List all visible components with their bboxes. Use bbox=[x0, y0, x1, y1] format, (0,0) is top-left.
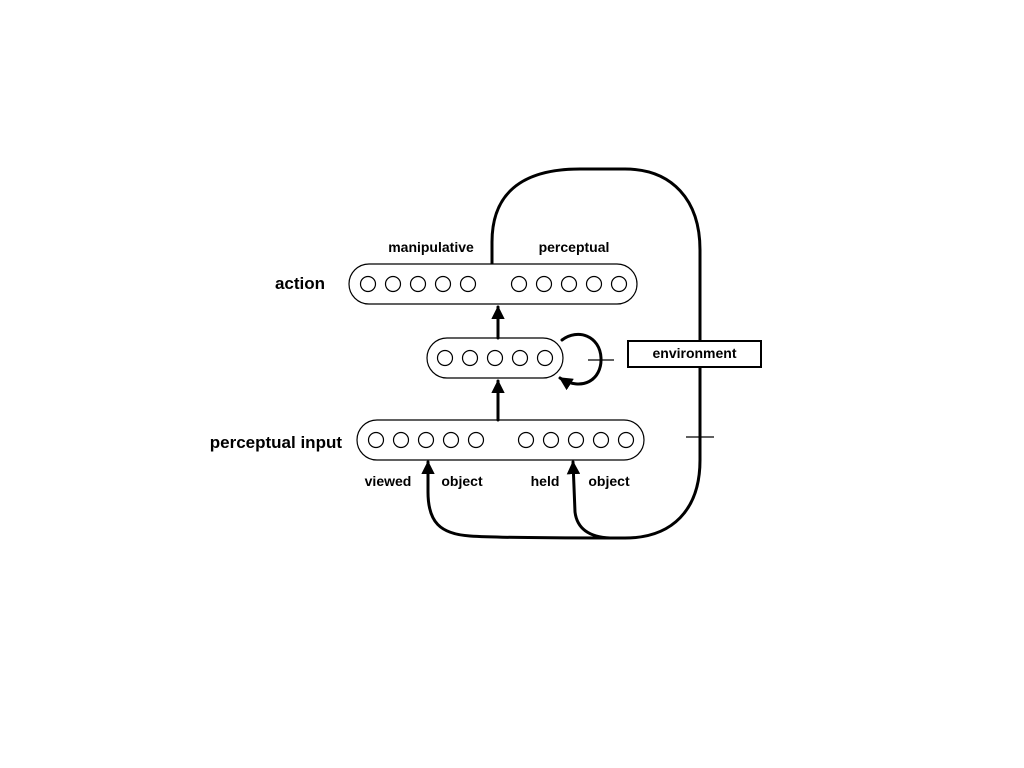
hidden-unit-1 bbox=[436, 349, 454, 367]
hidden-units bbox=[436, 349, 554, 367]
input-unit-8 bbox=[567, 431, 585, 449]
action-unit-3 bbox=[409, 275, 427, 293]
input-unit-2 bbox=[392, 431, 410, 449]
held-object-arrow bbox=[566, 460, 612, 540]
held-label: held bbox=[531, 473, 560, 489]
action-unit-7 bbox=[535, 275, 553, 293]
action-unit-5 bbox=[459, 275, 477, 293]
viewed-object-label: object bbox=[441, 473, 483, 489]
action-unit-10 bbox=[610, 275, 628, 293]
action-unit-6 bbox=[510, 275, 528, 293]
action-unit-4 bbox=[434, 275, 452, 293]
viewed-label: viewed bbox=[365, 473, 412, 489]
hidden-unit-2 bbox=[461, 349, 479, 367]
hidden-unit-3 bbox=[486, 349, 504, 367]
input-unit-5 bbox=[467, 431, 485, 449]
input-unit-10 bbox=[617, 431, 635, 449]
input-units bbox=[367, 431, 635, 449]
environment-box bbox=[627, 340, 762, 368]
action-unit-2 bbox=[384, 275, 402, 293]
input-unit-9 bbox=[592, 431, 610, 449]
perceptual-input-layer bbox=[356, 419, 645, 461]
input-unit-3 bbox=[417, 431, 435, 449]
input-unit-7 bbox=[542, 431, 560, 449]
input-unit-4 bbox=[442, 431, 460, 449]
action-units bbox=[359, 275, 628, 293]
input-unit-6 bbox=[517, 431, 535, 449]
perceptual-label: perceptual bbox=[539, 239, 610, 255]
held-object-label: object bbox=[588, 473, 630, 489]
environment-loop bbox=[490, 167, 702, 540]
manipulative-label: manipulative bbox=[388, 239, 474, 255]
action-layer bbox=[348, 263, 638, 305]
hidden-unit-4 bbox=[511, 349, 529, 367]
action-unit-8 bbox=[560, 275, 578, 293]
viewed-object-arrow bbox=[421, 460, 612, 540]
environment-label: environment bbox=[652, 345, 736, 361]
input-unit-1 bbox=[367, 431, 385, 449]
action-label: action bbox=[275, 274, 325, 293]
recurrent-loop-arrow bbox=[558, 332, 603, 391]
action-unit-9 bbox=[585, 275, 603, 293]
action-unit-1 bbox=[359, 275, 377, 293]
hidden-unit-5 bbox=[536, 349, 554, 367]
perceptual-input-label: perceptual input bbox=[210, 433, 343, 452]
